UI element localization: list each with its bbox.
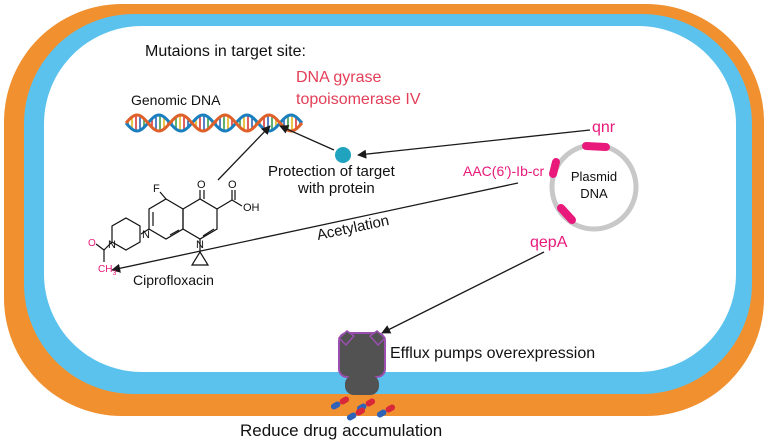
drug-capsule-icon — [346, 407, 366, 421]
acetyl-ch-main: CH — [98, 264, 112, 275]
qnr-gene-marker — [582, 142, 610, 151]
ciprofloxacin-structure-icon — [95, 190, 243, 266]
atom-oh: OH — [243, 202, 260, 214]
drug-capsule-icon — [330, 396, 350, 410]
gene-label-qepa: qepA — [530, 234, 568, 251]
drug-capsule-icon — [376, 404, 396, 418]
arrow-drug-to-dna — [217, 125, 271, 181]
efflux-pump-icon — [337, 330, 387, 395]
ciprofloxacin-atoms: F O O OH N N N — [108, 179, 260, 251]
atom-o-ketone: O — [197, 179, 206, 191]
atom-n-quinolone: N — [196, 239, 204, 251]
acetyl-ch: CH3 — [98, 264, 116, 277]
protection-label-line2: with protein — [297, 180, 375, 197]
plasmid-label-line1: Plasmid — [571, 169, 617, 184]
plasmid-label-line2: DNA — [580, 186, 608, 201]
drug-capsule-icons — [330, 396, 396, 421]
efflux-label: Efflux pumps overexpression — [390, 345, 595, 362]
cytoplasm — [44, 26, 736, 372]
drug-name-label: Ciprofloxacin — [133, 272, 214, 288]
enzyme-label-topoisomerase: topoisomerase IV — [296, 91, 421, 108]
atom-n-piperazine-bottom: N — [108, 239, 116, 251]
atom-f: F — [153, 183, 160, 195]
arrow-aac-acetylation — [111, 182, 519, 273]
arrow-qepa-to-pump — [381, 251, 545, 334]
atom-n-piperazine-top: N — [142, 229, 150, 241]
protection-label-line1: Protection of target — [268, 163, 396, 180]
genomic-dna-label: Genomic DNA — [131, 92, 221, 108]
reduce-label: Reduce drug accumulation — [240, 421, 442, 440]
arrow-qnr-to-protein — [357, 129, 591, 159]
atom-o-acid: O — [228, 179, 237, 191]
protein-dot-icon — [335, 147, 351, 163]
dna-helix-icon — [124, 113, 304, 133]
acetyl-ch-subscript: 3 — [112, 270, 116, 277]
aac-gene-marker — [549, 158, 560, 178]
arrow-protein-to-dna — [279, 125, 335, 151]
dna-strand-b — [124, 113, 304, 133]
gene-label-aac: AAC(6′)-Ib-cr — [463, 163, 545, 179]
acetyl-group: O CH3 — [88, 238, 116, 277]
acetyl-o: O — [88, 238, 96, 249]
diagram-title: Mutaions in target site: — [145, 43, 306, 60]
enzyme-label-gyrase: DNA gyrase — [296, 69, 381, 86]
qepa-gene-marker — [557, 204, 576, 224]
gene-label-qnr: qnr — [592, 119, 616, 136]
